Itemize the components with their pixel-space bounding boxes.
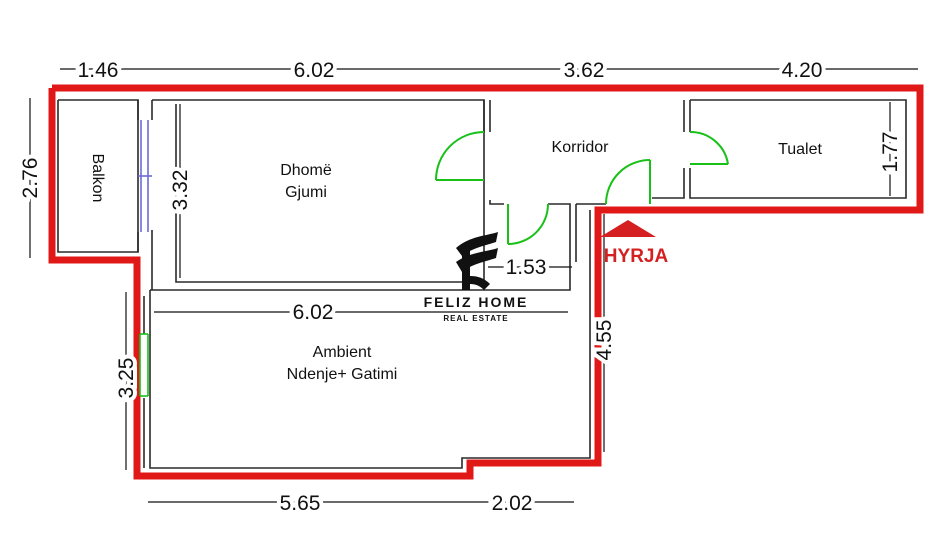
dim-right-height: 4.55 bbox=[593, 320, 616, 361]
room-label-living-2: Ndenje+ Gatimi bbox=[287, 366, 398, 383]
dim-bottom-1: 5.65 bbox=[280, 492, 321, 515]
dim-living-width: 6.02 bbox=[293, 301, 334, 324]
inner-walls bbox=[57, 99, 907, 469]
feliz-home-logo bbox=[456, 232, 498, 290]
dim-toilet-height: 1.77 bbox=[879, 132, 902, 173]
entrance-marker: HYRJA bbox=[600, 220, 668, 267]
dim-top-3: 3.62 bbox=[564, 59, 605, 82]
entrance-label: HYRJA bbox=[604, 246, 669, 267]
dim-living-height: 3.25 bbox=[115, 358, 138, 399]
dim-bottom-2: 2.02 bbox=[492, 492, 533, 515]
room-label-corridor: Korridor bbox=[552, 139, 610, 156]
living-window bbox=[139, 333, 149, 397]
dim-bedroom-height: 3.32 bbox=[169, 170, 192, 211]
dim-top-4: 4.20 bbox=[782, 59, 823, 82]
room-label-living-1: Ambient bbox=[313, 344, 372, 361]
dim-left-balcony: 2.76 bbox=[19, 158, 42, 199]
arrow-up-icon bbox=[600, 220, 656, 237]
brand-name: FELIZ HOME bbox=[424, 294, 529, 310]
room-label-bedroom-1: Dhomë bbox=[280, 162, 332, 179]
dim-corridor-width: 1.53 bbox=[506, 256, 547, 279]
room-label-bedroom-2: Gjumi bbox=[285, 184, 327, 201]
outer-wall bbox=[48, 84, 924, 480]
door-swings bbox=[435, 130, 729, 245]
toilet-door-swing bbox=[689, 130, 729, 165]
corridor-door-swing bbox=[507, 203, 549, 245]
room-label-toilet: Tualet bbox=[778, 141, 822, 158]
brand-tagline: REAL ESTATE bbox=[443, 314, 508, 323]
entrance-door-swing bbox=[605, 159, 651, 205]
bedroom-door-swing bbox=[435, 131, 485, 181]
room-label-balkon: Balkon bbox=[89, 154, 106, 203]
dim-top-1: 1.46 bbox=[78, 59, 119, 82]
balcony-window bbox=[138, 120, 152, 232]
dimension-lines bbox=[29, 68, 918, 503]
dim-top-2: 6.02 bbox=[294, 59, 335, 82]
